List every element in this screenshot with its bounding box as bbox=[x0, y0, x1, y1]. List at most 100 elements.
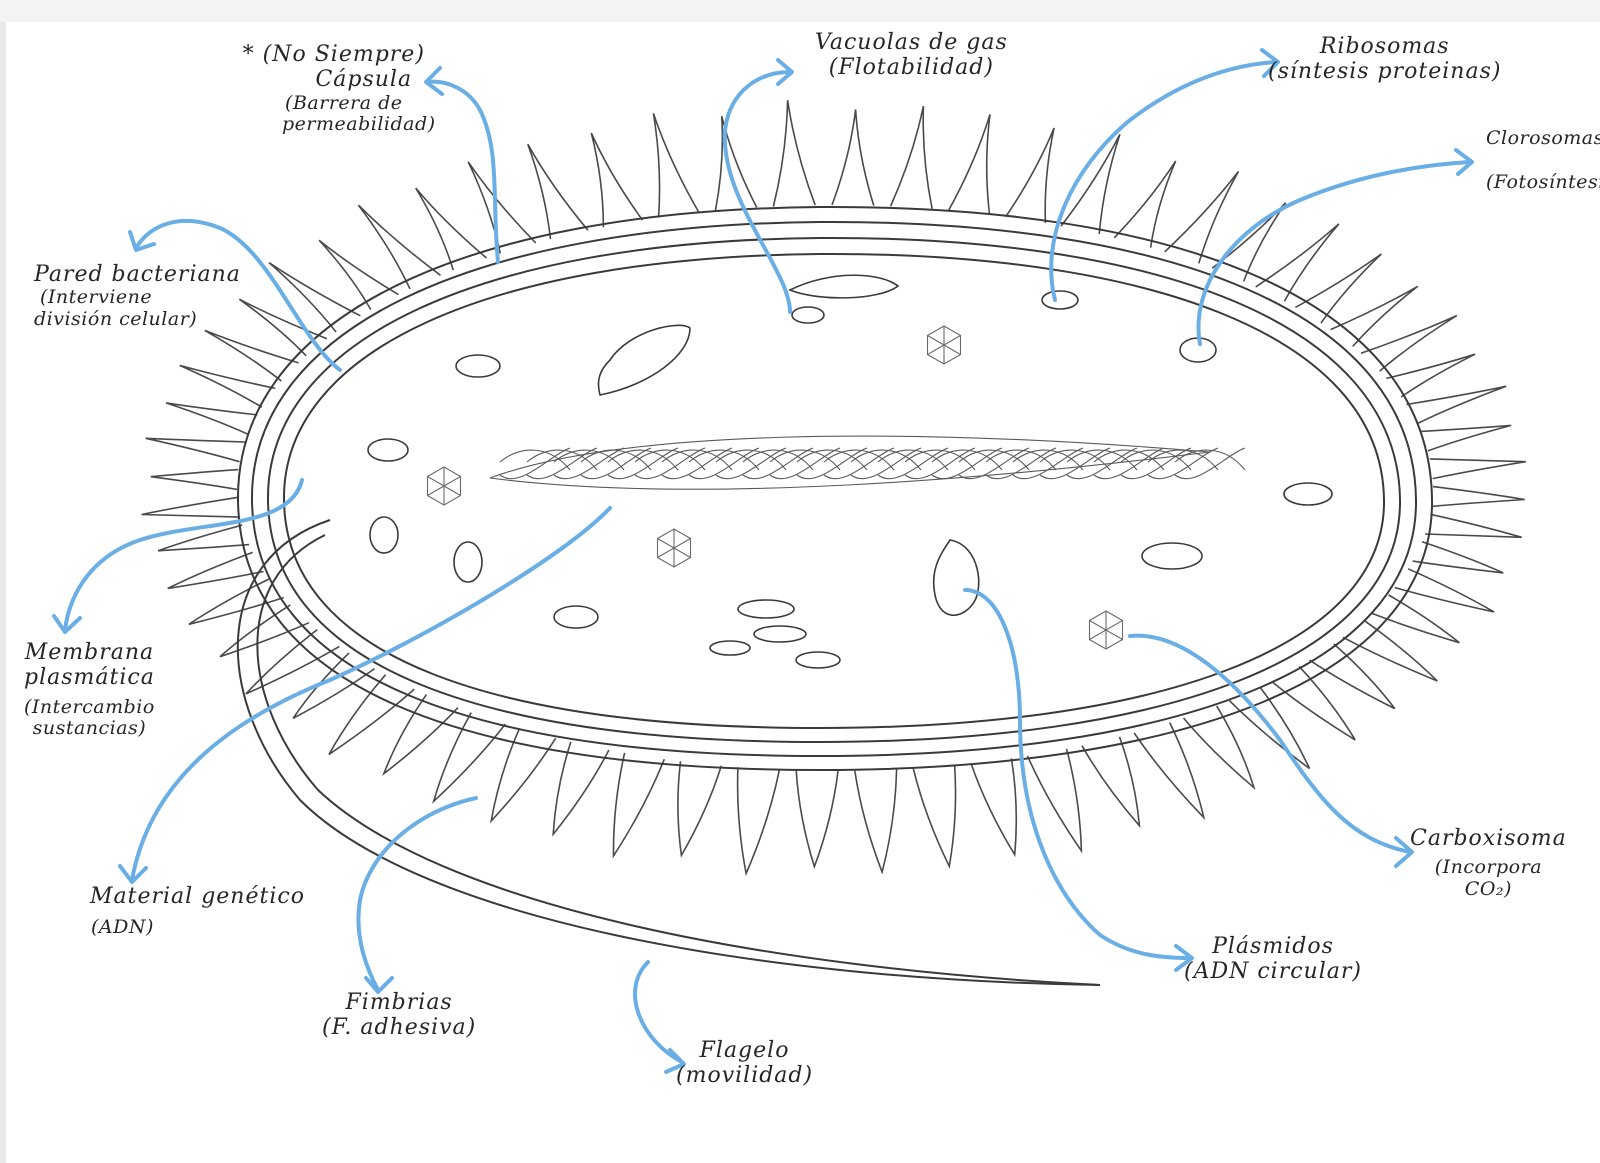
fimbria-spike bbox=[590, 132, 644, 228]
fimbria-spike bbox=[714, 116, 758, 211]
nucleoid bbox=[489, 435, 1246, 490]
nucleoid-strand bbox=[526, 449, 598, 471]
fimbria-spike bbox=[1211, 202, 1287, 282]
carboxysome-spoke bbox=[1089, 620, 1123, 640]
vacuole bbox=[1141, 542, 1203, 570]
fimbria-spike bbox=[1182, 705, 1256, 791]
fimbria-spike bbox=[652, 113, 700, 218]
fimbria-spike bbox=[1081, 736, 1141, 829]
arrowhead-material bbox=[118, 864, 148, 884]
fimbria-spike bbox=[1271, 665, 1356, 741]
fimbria-spike bbox=[1309, 643, 1396, 710]
pared-function-1: (Interviene bbox=[40, 286, 153, 309]
clorosomas-name: Clorosomas bbox=[1486, 127, 1600, 149]
nucleoid-strand bbox=[958, 449, 1030, 471]
fimbria-spike bbox=[1113, 160, 1177, 248]
flagelo-function: (movilidad) bbox=[676, 1063, 814, 1089]
membrana-function-1: (Intercambio bbox=[24, 695, 155, 718]
vacuolas-name: Vacuolas de gas bbox=[815, 30, 1008, 55]
capsula-name: Cápsula bbox=[315, 67, 413, 93]
vacuolas-function: (Flotabilidad) bbox=[828, 55, 994, 81]
fimbria-spike bbox=[415, 187, 488, 271]
fimbria-spike bbox=[772, 100, 816, 207]
arrow-material bbox=[130, 506, 612, 882]
vacuole bbox=[709, 640, 751, 656]
label-ribosomas: Ribosomas (síntesis proteinas) bbox=[1268, 34, 1501, 85]
fimbria-spike bbox=[854, 769, 898, 875]
nucleoid-strand bbox=[877, 449, 949, 471]
fimbria-spike bbox=[1425, 513, 1522, 539]
arrowhead-vacuolas bbox=[776, 58, 794, 86]
fimbria-spike bbox=[1386, 353, 1476, 398]
fimbria-spike bbox=[145, 437, 245, 463]
nucleoid-strand bbox=[1174, 447, 1246, 480]
fimbria-spike bbox=[1330, 285, 1419, 347]
vacuole bbox=[1283, 482, 1333, 506]
fimbrias-function: (F. adhesiva) bbox=[322, 1015, 477, 1041]
material-name: Material genético bbox=[90, 884, 305, 909]
fimbria-spike bbox=[489, 728, 557, 824]
membrana-name-1: Membrana bbox=[24, 640, 155, 665]
arrowhead-flagelo bbox=[664, 1048, 686, 1074]
nucleoid-strand bbox=[823, 449, 895, 471]
fimbria-spike bbox=[948, 114, 991, 215]
vacuole bbox=[795, 651, 841, 669]
nucleoid-strand bbox=[580, 449, 652, 471]
fimbria-spike bbox=[1060, 133, 1121, 235]
vacuole bbox=[553, 605, 599, 629]
arrow-carboxisoma bbox=[1128, 633, 1412, 854]
arrow-membrana bbox=[63, 478, 304, 632]
arrow-fimbrias bbox=[356, 796, 478, 992]
clorosomas-function: (Fotosíntesis) bbox=[1486, 170, 1600, 193]
carboxisoma-function-2: CO₂) bbox=[1464, 878, 1512, 901]
fimbria-spike bbox=[357, 204, 441, 290]
arrowhead-fimbrias bbox=[364, 976, 394, 994]
label-fimbrias: Fimbrias (F. adhesiva) bbox=[322, 990, 476, 1041]
arrowhead-plasmidos bbox=[1174, 944, 1194, 972]
fimbria-spike bbox=[382, 694, 459, 776]
nucleoid-strand bbox=[904, 449, 976, 471]
nucleoid-strand bbox=[931, 449, 1003, 471]
label-vacuolas: Vacuolas de gas (Flotabilidad) bbox=[815, 30, 1008, 81]
arrowhead-membrana bbox=[52, 614, 82, 634]
capsula-function-2: permeabilidad) bbox=[282, 113, 436, 136]
nucleoid-strand bbox=[1012, 449, 1084, 471]
arrow-heads bbox=[52, 48, 1474, 1074]
scan-edge-left bbox=[0, 0, 6, 1163]
fimbria-spike bbox=[1026, 748, 1083, 854]
capsule-outline bbox=[236, 205, 1434, 772]
label-capsula: * (No Siempre) Cápsula (Barrera de perme… bbox=[232, 42, 436, 136]
fimbria-spike bbox=[245, 628, 340, 695]
arrow-plasmidos bbox=[963, 588, 1192, 960]
nucleoid-strand bbox=[1093, 449, 1165, 471]
nucleoid-strand bbox=[607, 449, 679, 471]
fimbria-spike bbox=[889, 105, 933, 209]
nucleoid-strand bbox=[769, 449, 841, 471]
fimbria-spike bbox=[318, 239, 399, 310]
fimbria-spike bbox=[612, 752, 666, 859]
label-arrows bbox=[63, 60, 1472, 1064]
ribosome bbox=[1041, 290, 1079, 310]
fimbria-spike bbox=[165, 402, 258, 435]
nucleoid-strand bbox=[634, 449, 706, 471]
carboxisoma-function-1: (Incorpora bbox=[1434, 856, 1543, 879]
pared-function-2: división celular) bbox=[34, 308, 198, 331]
nucleoid-hatch bbox=[499, 447, 1246, 480]
fimbria-spike bbox=[1005, 127, 1055, 224]
carboxysome-hexagons bbox=[426, 325, 1124, 650]
arrowhead-capsula bbox=[424, 66, 444, 96]
fimbria-spike bbox=[328, 674, 415, 756]
pared-name: Pared bacteriana bbox=[34, 262, 241, 287]
fimbria-spike bbox=[219, 604, 310, 658]
nucleoid-strand bbox=[688, 449, 760, 471]
flagelo-name: Flagelo bbox=[699, 1038, 790, 1063]
flagellum-inner bbox=[256, 534, 1101, 986]
ribosomas-name: Ribosomas bbox=[1319, 34, 1450, 59]
carboxysome-spoke bbox=[657, 538, 691, 558]
fimbria-spike bbox=[527, 143, 589, 240]
fimbria-spike bbox=[1295, 253, 1382, 324]
nucleoid-strand bbox=[499, 447, 571, 480]
nucleoid-outline bbox=[489, 435, 1211, 490]
nucleoid-strand bbox=[985, 449, 1057, 471]
